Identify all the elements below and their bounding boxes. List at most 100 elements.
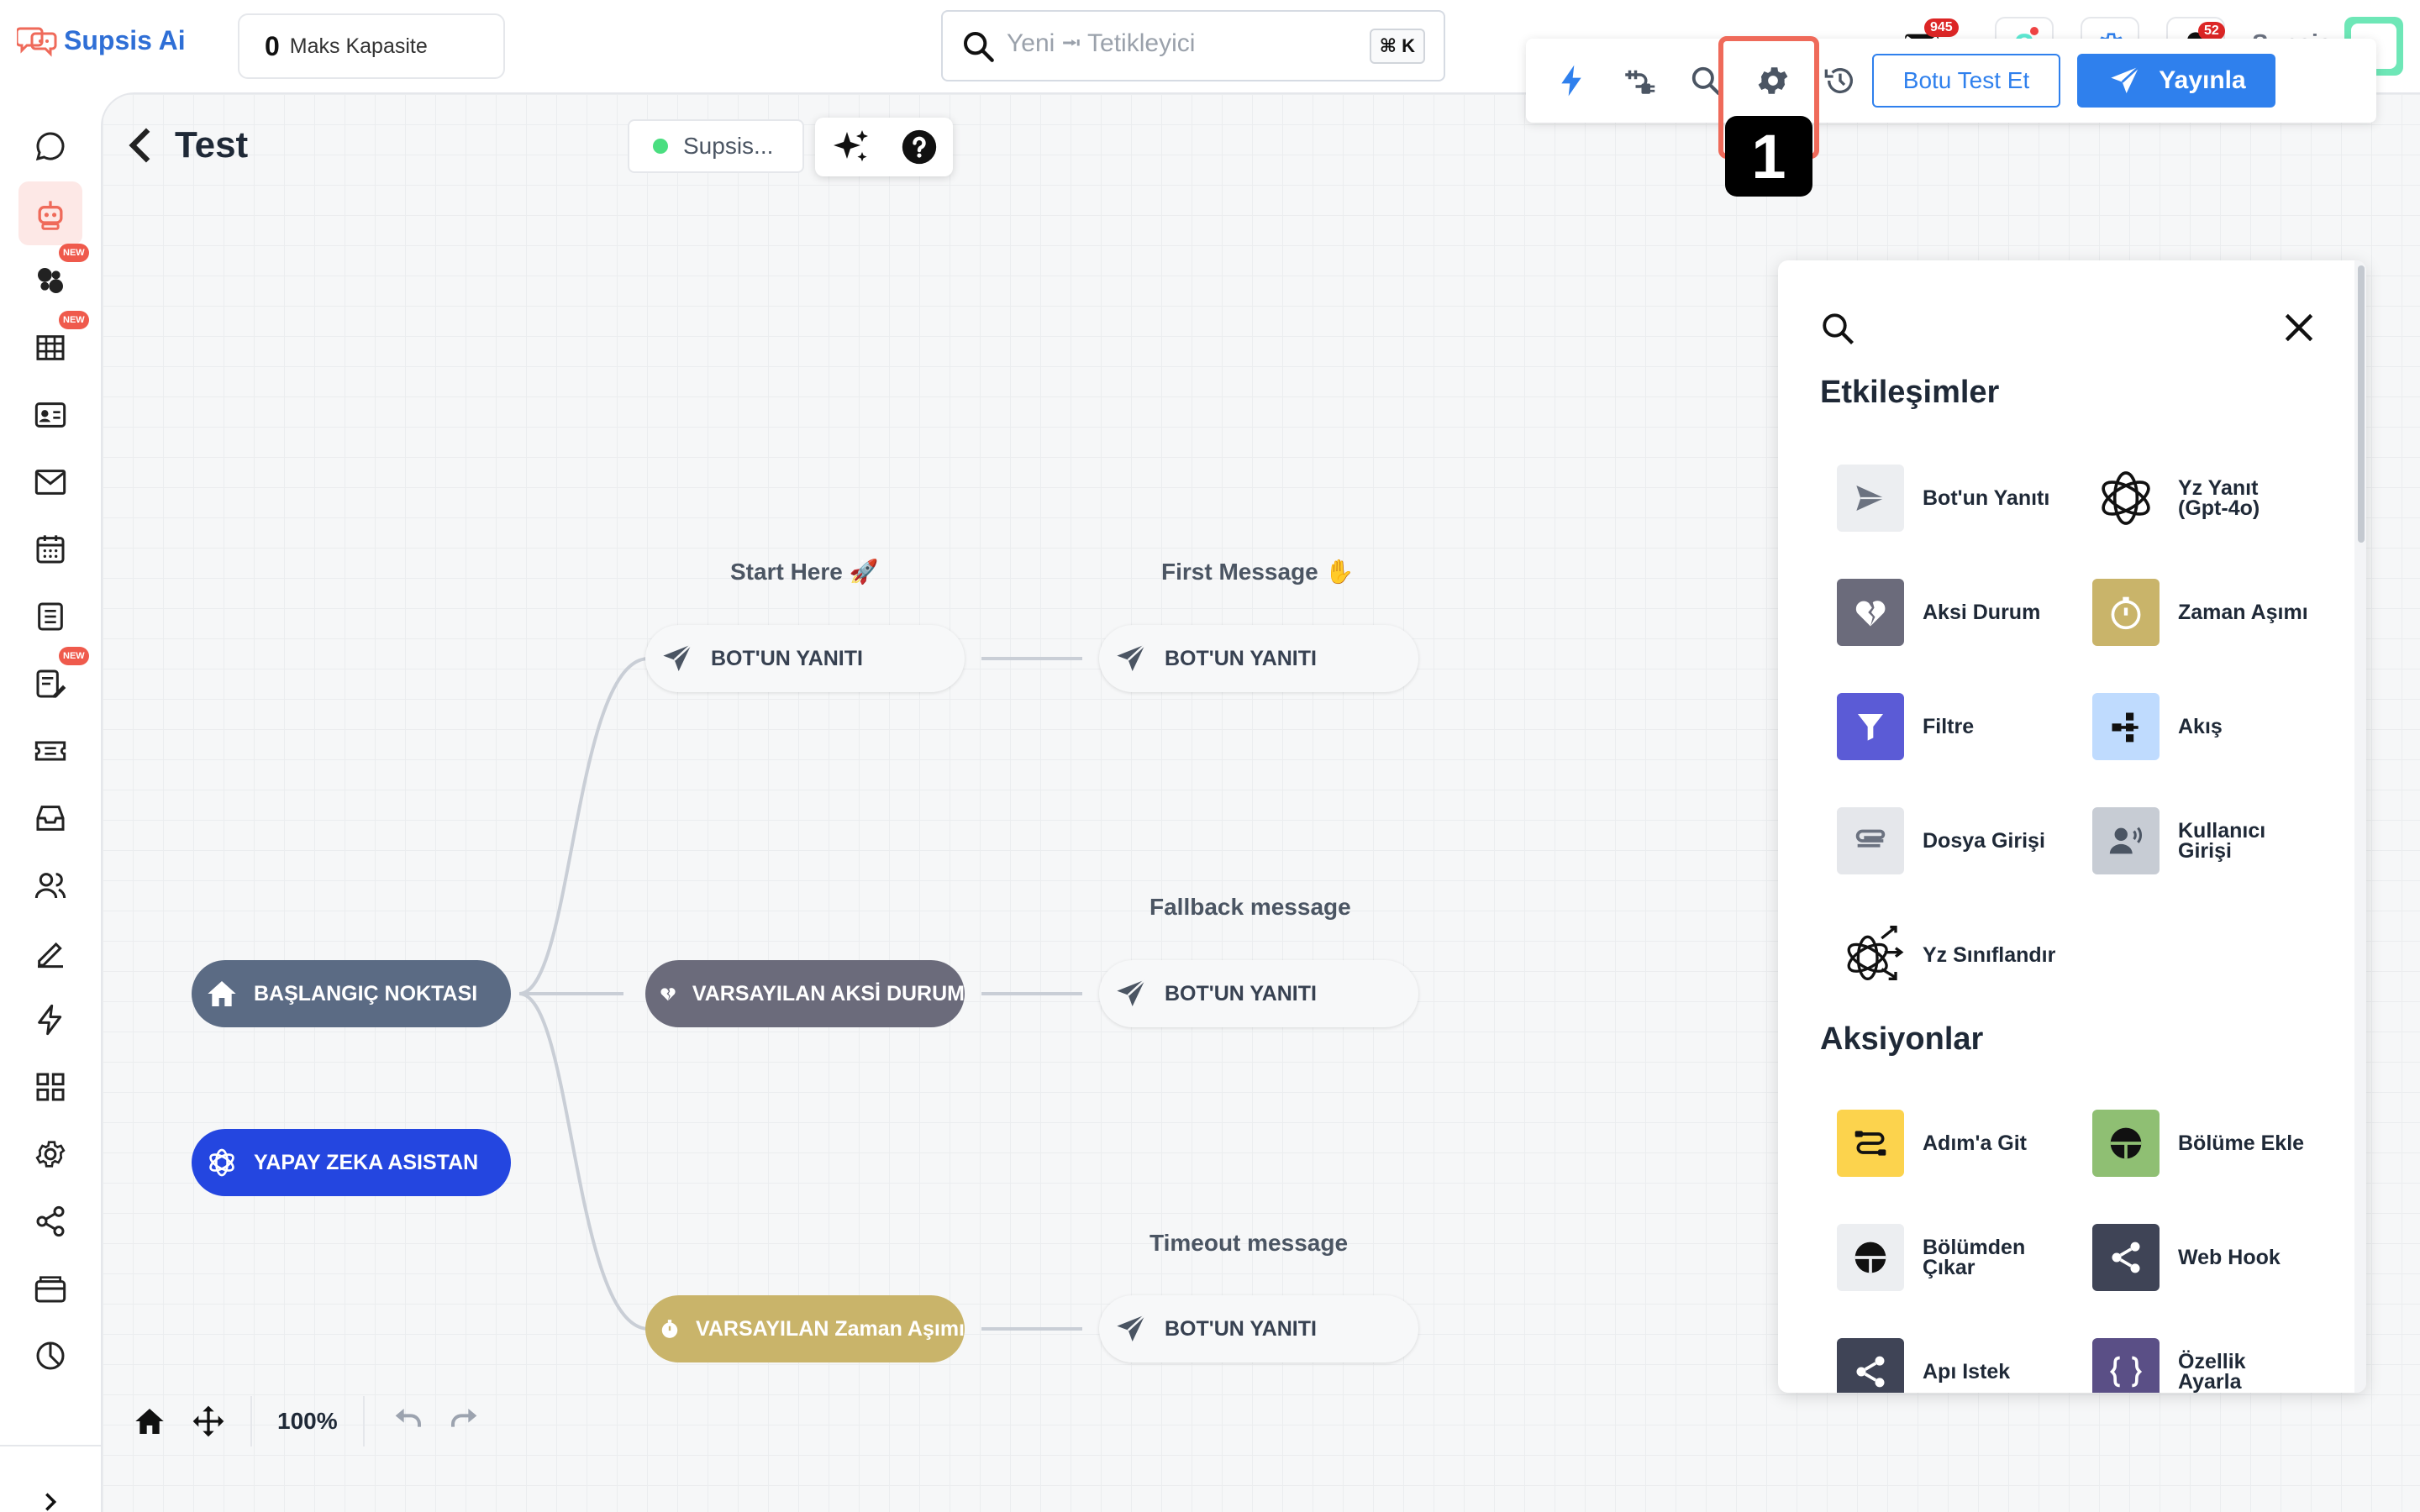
sidebar: NEW NEW NEW <box>0 92 101 1512</box>
lightning-icon <box>38 1004 62 1036</box>
bot-icon <box>38 201 63 230</box>
node-bot-reply-fallback[interactable]: BOT'UN YANITI <box>1099 960 1418 1027</box>
integration-button[interactable] <box>1615 57 1662 104</box>
home-icon[interactable] <box>133 1404 166 1438</box>
sidebar-item-integrations[interactable]: NEW <box>18 244 89 312</box>
sidebar-item-settings[interactable] <box>18 1122 82 1186</box>
node-default-timeout[interactable]: VARSAYILAN Zaman Aşımı <box>645 1295 965 1362</box>
sidebar-item-calendar[interactable] <box>18 517 82 581</box>
sidebar-expand-button[interactable] <box>18 1470 82 1512</box>
capacity-indicator[interactable]: 0 Maks Kapasite <box>238 13 505 79</box>
sidebar-item-inbox[interactable] <box>18 786 82 850</box>
item-label: Dosya Girişi <box>1923 829 2045 853</box>
sidebar-item-apps[interactable] <box>18 1055 82 1119</box>
chat-bubble-icon <box>35 132 65 161</box>
sidebar-item-billing[interactable] <box>18 1257 82 1320</box>
integrations-icon <box>38 268 63 293</box>
sparkles-icon[interactable] <box>830 127 871 167</box>
gear-icon <box>1758 67 1788 94</box>
publish-button[interactable]: Yayınla <box>2077 54 2275 108</box>
panel-item-ai-classify[interactable]: Yz Sınıflandır <box>1837 921 2089 989</box>
panel-item-webhook[interactable]: Web Hook <box>2092 1224 2344 1291</box>
panel-item-bot-reply[interactable]: Bot'un Yanıtı <box>1837 465 2089 532</box>
panel-item-goto-step[interactable]: Adım'a Git <box>1837 1110 2089 1177</box>
node-bot-reply-timeout[interactable]: BOT'UN YANITI <box>1099 1295 1418 1362</box>
node-bot-reply-start[interactable]: BOT'UN YANITI <box>645 625 965 692</box>
global-search[interactable]: Yeni ⭲ Tetikleyici ⌘ K <box>941 10 1445 81</box>
panel-item-ai-reply[interactable]: Yz Yanıt (Gpt-4o) <box>2092 465 2344 532</box>
sidebar-item-mail[interactable] <box>18 450 82 514</box>
label-first-message: First Message ✋ <box>1161 559 1355 585</box>
node-bot-reply-first[interactable]: BOT'UN YANITI <box>1099 625 1418 692</box>
panel-item-set-attribute[interactable]: Özellik Ayarla <box>2092 1338 2344 1393</box>
flow-icon <box>2092 693 2160 760</box>
test-bot-button[interactable]: Botu Test Et <box>1872 54 2060 108</box>
panel-item-timeout[interactable]: Zaman Aşımı <box>2092 579 2344 646</box>
openai-icon <box>209 1148 234 1177</box>
divider <box>250 1396 252 1446</box>
node-ai-assistant[interactable]: YAPAY ZEKA ASISTAN <box>192 1129 511 1196</box>
search-icon <box>1823 313 1854 344</box>
sidebar-item-signatures[interactable] <box>18 921 82 984</box>
sidebar-item-automations[interactable] <box>18 988 82 1052</box>
panel-item-negative[interactable]: Aksi Durum <box>1837 579 2089 646</box>
panel-close-button[interactable] <box>2281 309 2317 350</box>
logo[interactable]: Supsis Ai <box>17 24 186 57</box>
panel-scrollbar[interactable] <box>2354 260 2366 1393</box>
logo-icon <box>17 27 57 57</box>
sidebar-item-bots[interactable] <box>18 181 82 245</box>
help-dot <box>2030 27 2039 35</box>
question-circle-icon[interactable] <box>901 129 938 165</box>
webhook-icon <box>2092 1224 2160 1291</box>
node-start-point[interactable]: BAŞLANGIÇ NOKTASI <box>192 960 511 1027</box>
move-icon[interactable] <box>192 1404 225 1438</box>
signature-icon <box>38 942 63 969</box>
undo-icon[interactable] <box>390 1404 424 1438</box>
search-icon <box>964 31 994 62</box>
panel-search-button[interactable] <box>1820 311 1855 350</box>
send-icon <box>2111 66 2140 93</box>
close-icon <box>2285 313 2313 342</box>
label-timeout: Timeout message <box>1150 1230 1349 1256</box>
panel-item-api-request[interactable]: Apı Istek <box>1837 1338 2089 1393</box>
redo-icon[interactable] <box>449 1404 482 1438</box>
panel-item-filter[interactable]: Filtre <box>1837 693 2089 760</box>
sidebar-item-share[interactable] <box>18 1189 82 1253</box>
capacity-value: 0 <box>265 30 280 61</box>
section-title-actions: Aksiyonlar <box>1820 1021 1984 1057</box>
zoom-level[interactable]: 100% <box>277 1408 338 1434</box>
panel-item-flow[interactable]: Akış <box>2092 693 2344 760</box>
history-button[interactable] <box>1817 57 1864 104</box>
sidebar-item-tickets[interactable] <box>18 719 82 783</box>
goto-step-icon <box>1837 1110 1904 1177</box>
settings-icon <box>35 1141 66 1168</box>
panel-item-segment-remove[interactable]: Bölümden Çıkar <box>1837 1224 2089 1291</box>
sidebar-item-chats[interactable] <box>18 114 82 178</box>
search-flow-button[interactable] <box>1682 57 1729 104</box>
status-pill[interactable]: Supsis... <box>628 119 804 173</box>
sidebar-item-forms[interactable]: NEW <box>18 647 89 716</box>
analytics-icon <box>36 1341 65 1370</box>
sidebar-item-lists[interactable] <box>18 585 82 648</box>
sidebar-item-analytics[interactable] <box>18 1324 82 1388</box>
panel-item-user-input[interactable]: Kullanıcı Girişi <box>2092 807 2344 874</box>
item-label: Filtre <box>1923 715 1975 738</box>
add-node-panel: Etkileşimler Bot'un Yanıtı Yz Yanıt (Gpt… <box>1778 260 2366 1393</box>
back-arrow-icon[interactable] <box>128 127 153 164</box>
flow-settings-button[interactable] <box>1749 57 1797 104</box>
triggers-button[interactable] <box>1548 57 1595 104</box>
braces-icon <box>2092 1338 2160 1393</box>
calendar-icon <box>36 535 65 564</box>
sidebar-divider <box>0 1445 101 1446</box>
sidebar-item-contacts[interactable] <box>18 383 82 447</box>
lightning-icon <box>1561 65 1581 97</box>
node-default-negative[interactable]: VARSAYILAN AKSİ DURUM <box>645 960 965 1027</box>
filter-icon <box>1837 693 1904 760</box>
flow-toolbar: Botu Test Et Yayınla <box>1526 39 2376 123</box>
panel-item-segment-add[interactable]: Bölüme Ekle <box>2092 1110 2344 1177</box>
sidebar-item-tables[interactable]: NEW <box>18 311 89 380</box>
sidebar-item-users[interactable] <box>18 853 82 917</box>
node-label: BOT'UN YANITI <box>1165 1316 1317 1341</box>
panel-item-file-input[interactable]: Dosya Girişi <box>1837 807 2089 874</box>
page-header: Test <box>128 124 248 166</box>
